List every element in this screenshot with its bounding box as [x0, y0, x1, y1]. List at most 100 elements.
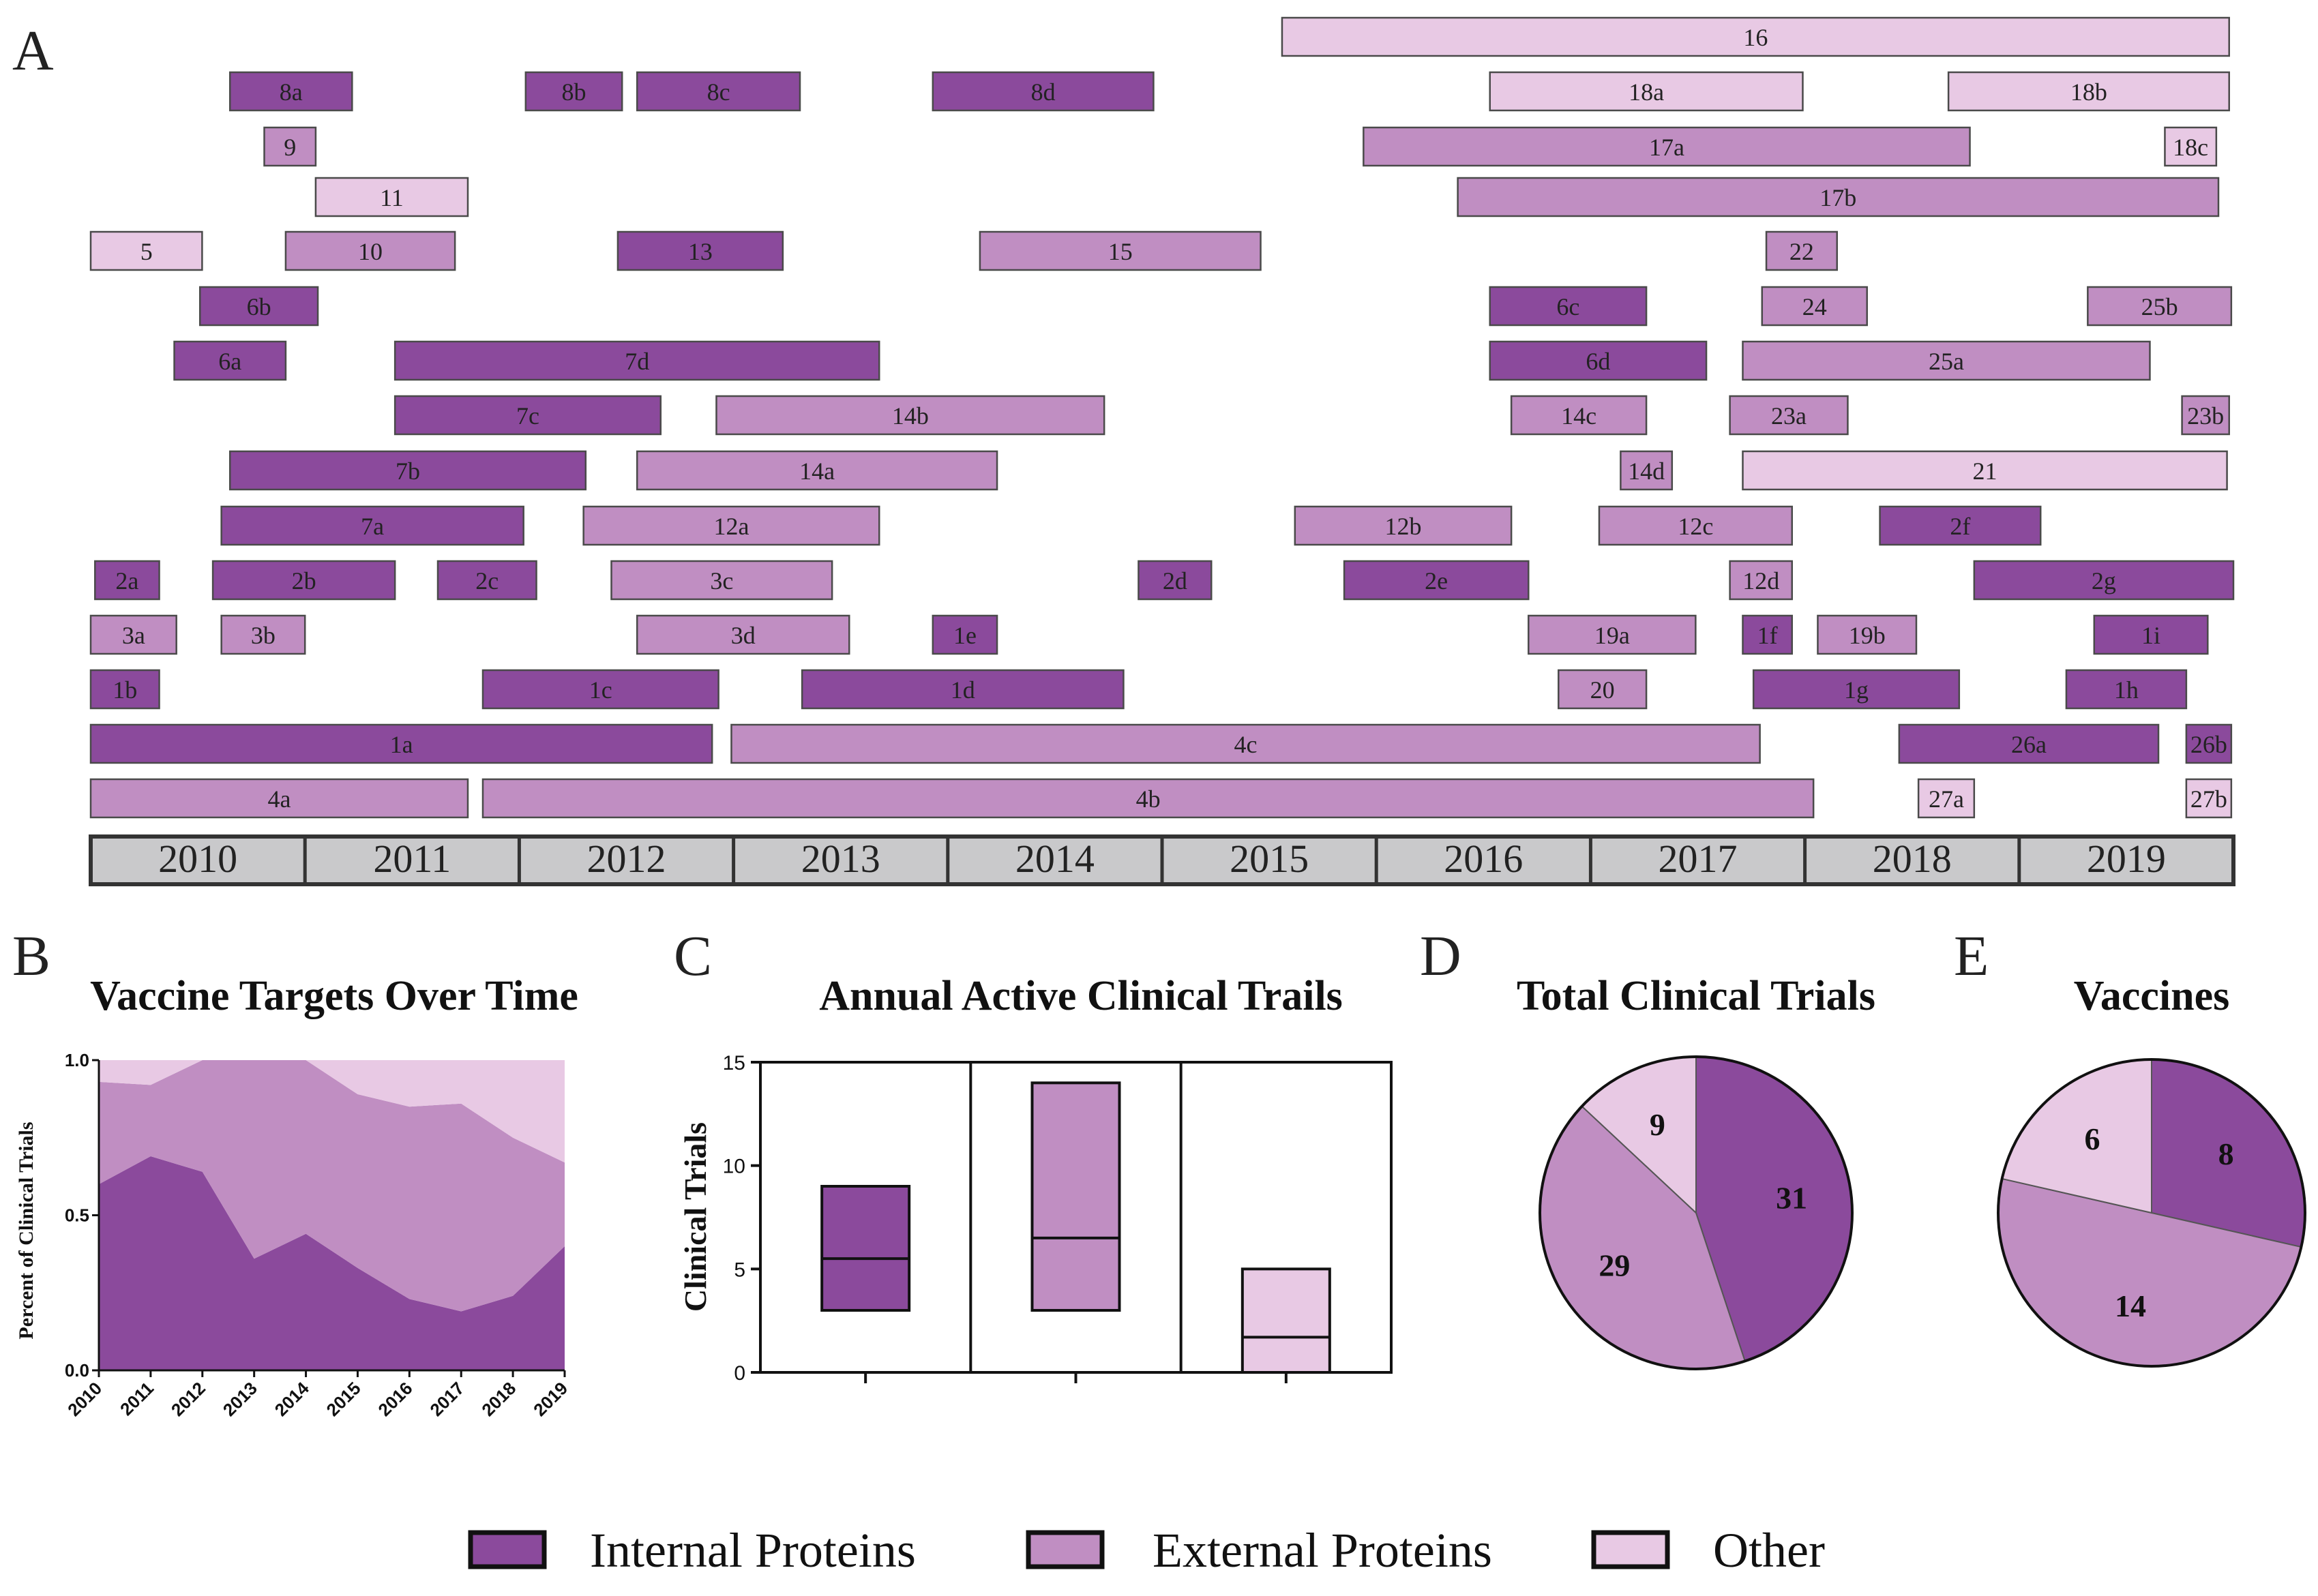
timeline-bar-label-25b: 25b [2141, 293, 2178, 320]
panel-letter-b: B [12, 924, 50, 988]
timeline-bar-label-19b: 19b [1849, 622, 1886, 649]
year-label-2013: 2013 [801, 837, 880, 881]
timeline-bar-16 [1281, 16, 2230, 57]
timeline-bar-6b [198, 286, 319, 327]
area-x-tick-label: 2011 [116, 1378, 158, 1419]
timeline-bar-3d [636, 614, 850, 655]
area-x-tick-label: 2015 [323, 1378, 365, 1420]
area-series-internal [99, 1156, 565, 1370]
timeline-bar-23b [2181, 395, 2230, 436]
timeline-bar-27a [1917, 778, 1976, 819]
legend-swatch-external [1026, 1530, 1105, 1569]
year-label-2019: 2019 [2087, 837, 2166, 881]
timeline-bar-14c [1510, 395, 1648, 436]
legend-swatch-other [1591, 1530, 1670, 1569]
pie-e-title: Vaccines [2074, 973, 2229, 1019]
timeline-bar-2f [1879, 505, 2042, 546]
year-label-2012: 2012 [587, 837, 666, 881]
timeline-bar-1i [2093, 614, 2209, 655]
timeline-bar-label-1b: 1b [113, 676, 137, 704]
timeline-bar-label-27a: 27a [1929, 785, 1964, 813]
area-x-tick-label: 2019 [529, 1378, 571, 1420]
timeline-bar-label-8b: 8b [562, 78, 586, 106]
pie-outline [1997, 1058, 2306, 1368]
timeline-bar-12c [1598, 505, 1793, 546]
timeline-bar-label-6b: 6b [247, 293, 271, 320]
timeline-bar-14a [636, 450, 998, 491]
timeline-bar-label-8c: 8c [707, 78, 730, 106]
timeline-bar-label-8d: 8d [1031, 78, 1056, 106]
year-label-2011: 2011 [373, 837, 451, 881]
timeline-bar-label-3c: 3c [710, 567, 733, 594]
area-x-tick-label: 2013 [219, 1378, 261, 1420]
timeline-bar-label-14b: 14b [892, 402, 929, 430]
pie-label-other: 6 [2085, 1121, 2100, 1156]
timeline-bar-label-6d: 6d [1586, 348, 1610, 375]
timeline-bar-15 [979, 230, 1262, 271]
area-chart-title: Vaccine Targets Over Time [90, 973, 578, 1019]
area-x-tick-label: 2014 [271, 1378, 313, 1420]
timeline-bar-label-7d: 7d [625, 348, 649, 375]
timeline-bar-14d [1620, 450, 1674, 491]
timeline-bar-label-18c: 18c [2173, 134, 2208, 161]
timeline-bar-label-2a: 2a [115, 567, 138, 594]
timeline-bar-label-16: 16 [1743, 24, 1768, 51]
area-x-tick-label: 2016 [374, 1378, 416, 1420]
pie-d-title: Total Clinical Trials [1517, 973, 1875, 1019]
timeline-bar-4a [89, 778, 469, 819]
area-y-tick-label: 0.5 [65, 1205, 89, 1226]
panel-b-area-chart: B Vaccine Targets Over Time Percent of C… [12, 924, 578, 1420]
timeline-bar-2a [94, 560, 160, 601]
timeline-bar-label-18a: 18a [1629, 78, 1664, 106]
pie-outline [1539, 1055, 1854, 1370]
timeline-bar-label-20: 20 [1590, 676, 1615, 704]
timeline-bar-label-2f: 2f [1950, 513, 1970, 540]
timeline-bar-7b [228, 450, 587, 491]
timeline-bar-7a [220, 505, 524, 546]
timeline-bar-2d [1138, 560, 1213, 601]
timeline-bar-1e [932, 614, 998, 655]
timeline-bar-25a [1742, 340, 2151, 381]
box-chart-ylabel: Clinical Trials [678, 1122, 713, 1312]
year-label-2018: 2018 [1873, 837, 1952, 881]
timeline-bar-label-23b: 23b [2187, 402, 2224, 430]
timeline-bar-26b [2185, 723, 2233, 764]
timeline-bar-21 [1742, 450, 2228, 491]
timeline-bar-label-6a: 6a [218, 348, 241, 375]
box-y-tick-label: 5 [734, 1259, 745, 1281]
timeline-bar-1f [1742, 614, 1793, 655]
timeline-bar-6c [1489, 286, 1648, 327]
area-chart-ylabel: Percent of Clinical Trials [15, 1121, 38, 1339]
timeline-bar-18a [1489, 71, 1804, 112]
timeline-bar-2e [1343, 560, 1530, 601]
pie-label-external: 14 [2115, 1289, 2146, 1323]
timeline-bar-24 [1761, 286, 1868, 327]
area-x-tick-label: 2012 [167, 1378, 209, 1420]
timeline-bar-label-1g: 1g [1844, 676, 1869, 704]
legend-label-internal: Internal Proteins [590, 1523, 916, 1578]
timeline-bar-label-26b: 26b [2190, 731, 2227, 758]
timeline-bar-2g [1973, 560, 2235, 601]
box-external [1030, 1081, 1121, 1312]
legend-label-other: Other [1713, 1523, 1825, 1578]
timeline-bar-label-25a: 25a [1929, 348, 1964, 375]
timeline-bar-label-1c: 1c [589, 676, 612, 704]
timeline-bar-label-4b: 4b [1136, 785, 1161, 813]
box-y-tick-label: 15 [723, 1052, 745, 1074]
timeline-bar-label-2b: 2b [292, 567, 316, 594]
panel-letter-c: C [674, 924, 712, 988]
timeline-bar-26a [1898, 723, 2160, 764]
timeline-bar-7d [393, 340, 880, 381]
timeline-bar-22 [1765, 230, 1838, 271]
legend-swatch-internal [468, 1530, 547, 1569]
timeline-bar-label-27b: 27b [2190, 785, 2227, 813]
timeline-bar-label-4a: 4a [268, 785, 291, 813]
pie-label-other: 9 [1650, 1107, 1665, 1142]
timeline-bar-label-12a: 12a [713, 513, 749, 540]
pie-label-external: 29 [1599, 1248, 1630, 1283]
